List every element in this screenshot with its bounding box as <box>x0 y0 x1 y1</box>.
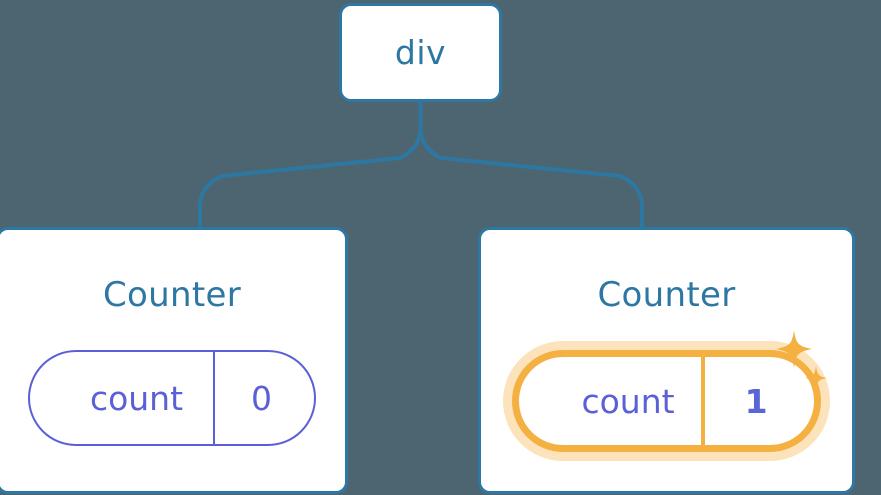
node-div[interactable]: div <box>339 3 502 102</box>
state-key: count <box>581 381 675 421</box>
node-title: Counter <box>597 275 736 315</box>
node-div-label: div <box>394 33 447 72</box>
connector-right <box>418 100 644 229</box>
state-divider <box>213 352 216 444</box>
state-divider <box>700 357 705 445</box>
connector-left <box>198 100 423 229</box>
state-value: 0 <box>251 378 273 418</box>
state-value: 1 <box>744 381 768 421</box>
node-title: Counter <box>103 275 241 315</box>
node-counter-right[interactable]: Counter count 1 <box>478 227 855 494</box>
state-pill-wrap: count 1 <box>481 350 852 452</box>
node-counter-left[interactable]: Counter count 0 <box>0 227 348 494</box>
state-pill-count[interactable]: count 0 <box>27 350 317 446</box>
state-key: count <box>89 378 184 418</box>
state-pill-count-highlighted[interactable]: count 1 <box>512 350 821 452</box>
state-pill-wrap: count 0 <box>0 350 345 446</box>
